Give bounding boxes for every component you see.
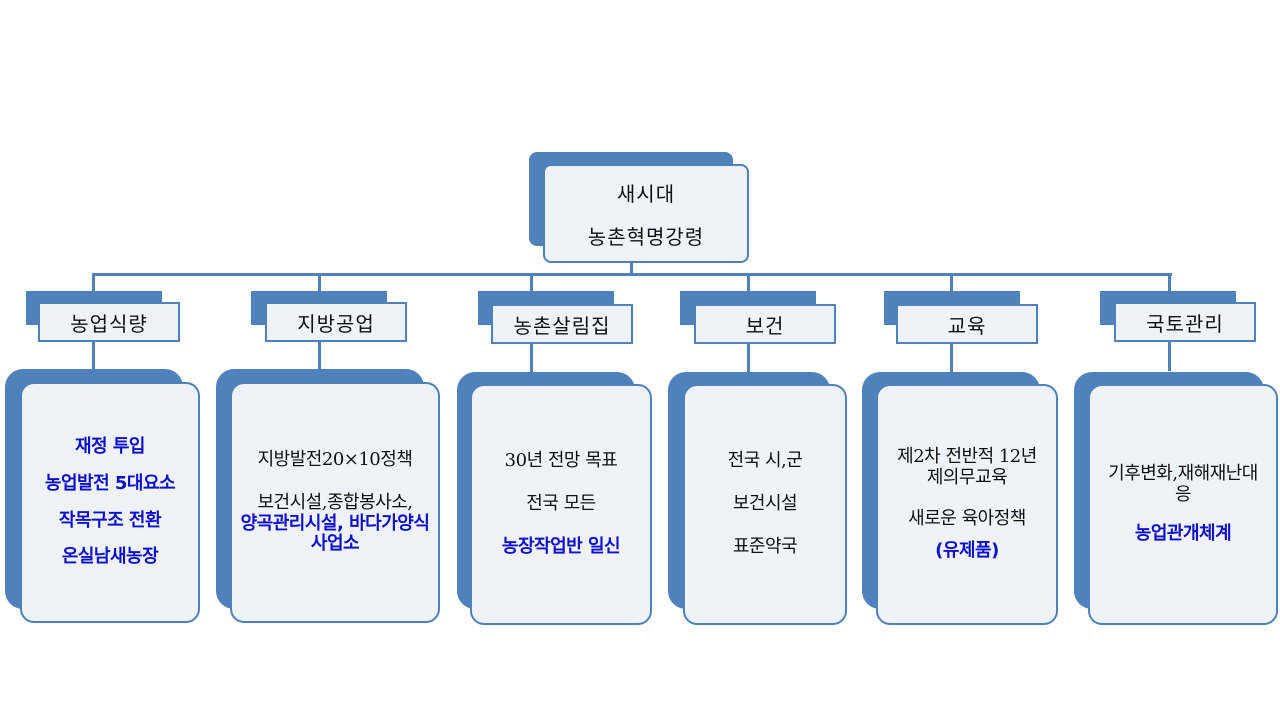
- card-food: 재정 투입 농업발전 5대요소 작목구조 전환 온실남새농장: [20, 382, 200, 623]
- branch-connector: [92, 273, 95, 295]
- card-connector: [530, 343, 533, 373]
- category-label: 농촌살림집: [513, 313, 611, 338]
- category-box-rural-housing: 농촌살림집: [491, 304, 633, 344]
- card-connector: [318, 341, 321, 371]
- card-item: 농업발전 5대요소: [44, 472, 176, 494]
- category-label: 국토관리: [1146, 311, 1224, 336]
- card-item: 양곡관리시설, 바다가양식사업소: [240, 512, 430, 555]
- branch-connector: [1168, 273, 1171, 295]
- category-box-food: 농업식량: [38, 302, 180, 342]
- category-box-local-industry: 지방공업: [265, 302, 407, 342]
- card-connector: [1168, 341, 1171, 371]
- horizontal-bus-connector: [92, 273, 1172, 276]
- card-item: 온실남새농장: [61, 546, 159, 568]
- card-local-industry: 지방발전20×10정책 보건시설,종합봉사소, 양곡관리시설, 바다가양식사업소: [230, 382, 440, 623]
- card-item: 기후변화,재해재난대응: [1108, 463, 1258, 506]
- card-land-management: 기후변화,재해재난대응 농업관개체계: [1088, 384, 1278, 625]
- card-item: 새로운 육아정책: [908, 507, 1026, 529]
- branch-connector: [530, 273, 533, 295]
- category-box-land-management: 국토관리: [1114, 302, 1256, 342]
- card-connector: [92, 341, 95, 371]
- card-connector: [747, 343, 750, 373]
- card-item: 30년 전망 목표: [504, 450, 618, 472]
- category-box-health: 보건: [694, 304, 836, 344]
- category-label: 교육: [947, 313, 987, 338]
- card-item: 표준약국: [732, 535, 798, 557]
- category-label: 지방공업: [297, 311, 375, 336]
- card-item: 보건시설,종합봉사소,: [257, 491, 413, 513]
- card-item: 지방발전20×10정책: [257, 449, 413, 471]
- card-item: 농장작업반 일신: [501, 535, 621, 557]
- root-node: 새시대 농촌혁명강령: [543, 164, 749, 263]
- card-item: 농업관개체계: [1134, 522, 1232, 544]
- category-label: 보건: [745, 313, 785, 338]
- branch-connector: [950, 273, 953, 295]
- branch-connector: [747, 273, 750, 295]
- card-item: 재정 투입: [74, 436, 146, 458]
- category-box-education: 교육: [896, 304, 1038, 344]
- card-item: 전국 시,군: [727, 450, 803, 472]
- card-item: 보건시설: [732, 493, 798, 515]
- card-rural-housing: 30년 전망 목표 전국 모든 농장작업반 일신: [470, 384, 652, 625]
- card-connector: [950, 343, 953, 373]
- card-item: (유제품): [935, 540, 999, 562]
- card-item: 제2차 전반적 12년제의무교육: [897, 446, 1037, 488]
- card-item: 작목구조 전환: [58, 509, 162, 531]
- card-health: 전국 시,군 보건시설 표준약국: [683, 384, 847, 625]
- root-stem-connector: [630, 263, 633, 275]
- card-item: 전국 모든: [526, 493, 596, 515]
- root-title-line2: 농촌혁명강령: [587, 224, 705, 249]
- category-label: 농업식량: [70, 311, 148, 336]
- root-title-line1: 새시대: [616, 181, 676, 206]
- branch-connector: [318, 273, 321, 295]
- card-education: 제2차 전반적 12년제의무교육 새로운 육아정책 (유제품): [876, 384, 1058, 625]
